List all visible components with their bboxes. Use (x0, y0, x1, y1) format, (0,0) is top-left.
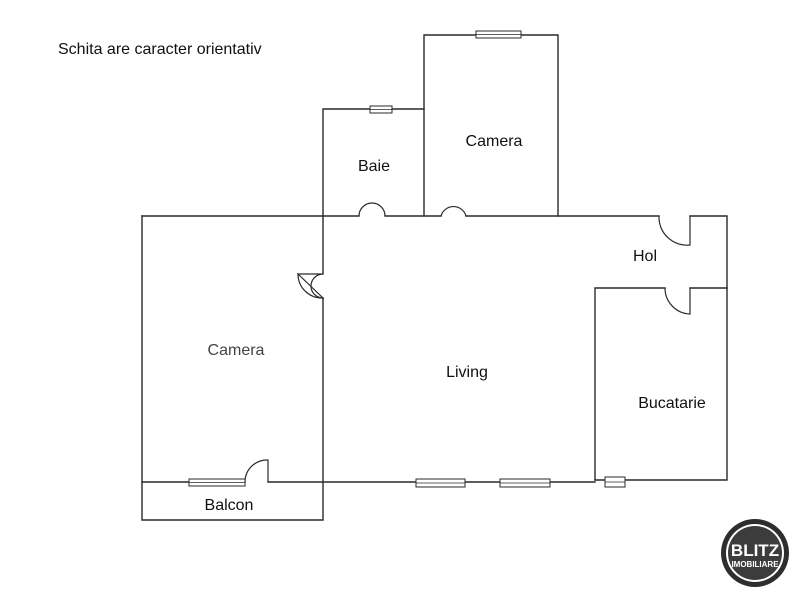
windows (188, 30, 626, 488)
doors (244, 202, 691, 483)
room-label-camera-top: Camera (466, 133, 523, 150)
room-label-hol: Hol (633, 248, 657, 265)
door-bathroom (358, 202, 386, 217)
door-bedroom-left-arc (297, 273, 324, 299)
logo-core (728, 526, 782, 580)
wall-hol-right (594, 215, 728, 481)
wall-bedroom-top (423, 34, 559, 217)
room-label-balcon: Balcon (205, 497, 254, 514)
blitz-logo: BLITZ IMOBILIARE (721, 519, 789, 587)
door-kitchen (664, 287, 691, 315)
door-bedroom-top (440, 205, 467, 217)
wall-kitchen-left (594, 287, 666, 481)
room-label-living: Living (446, 364, 488, 381)
walls (141, 34, 728, 521)
door-balcony (244, 459, 269, 483)
room-label-camera-left: Camera (208, 342, 265, 359)
wall-left-outer (141, 215, 324, 521)
disclaimer-note: Schita are caracter orientativ (58, 41, 262, 58)
room-label-baie: Baie (358, 158, 390, 175)
room-label-bucatarie: Bucatarie (638, 395, 706, 412)
logo-main-text: BLITZ (731, 541, 779, 560)
door-entry (658, 215, 691, 246)
logo-sub-text: IMOBILIARE (731, 560, 779, 569)
